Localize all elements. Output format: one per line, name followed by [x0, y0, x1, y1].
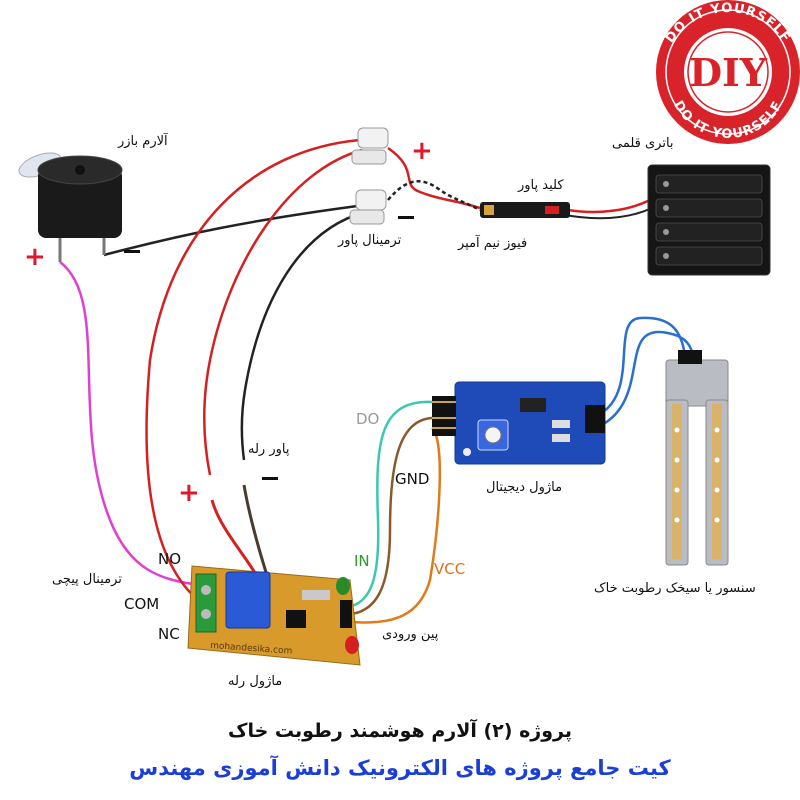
polarity-plus-relay: +: [178, 478, 200, 508]
label-battery: باتری قلمی: [612, 136, 674, 151]
label-buzzer: آلارم بازر: [118, 134, 168, 149]
pin-label-no: NO: [158, 550, 182, 568]
label-fuse: فیوز نیم آمپر: [458, 236, 528, 251]
polarity-minus-buzzer: [124, 250, 140, 253]
wire-key-to-battery-black: [559, 207, 653, 220]
polarity-minus-terminal: [398, 216, 414, 219]
logo-diy: DIY: [689, 50, 768, 95]
polarity-plus-terminal: +: [411, 136, 433, 166]
pin-label-in: IN: [354, 552, 370, 570]
label-input-pins: پین ورودی: [382, 627, 439, 642]
label-power-terminal: ترمینال پاور: [338, 233, 402, 248]
wire-do-to-in: [351, 400, 433, 608]
diy-logo: [656, 0, 800, 144]
soil-sensor: [665, 350, 729, 566]
power-terminal-top: [351, 127, 389, 165]
label-digital-module: ماژول دیجیتال: [486, 480, 563, 495]
wire-key-to-battery: [567, 198, 651, 214]
digital-module: [432, 381, 606, 465]
power-key: [480, 202, 570, 218]
wire-terminal-to-com: [145, 138, 361, 603]
battery-holder: [647, 164, 771, 276]
label-power-key: کلید پاور: [518, 178, 564, 193]
wire-relay-minus-lead: [242, 484, 272, 586]
wire-buzzer-plus: [59, 261, 201, 587]
label-relay-module: ماژول رله: [228, 674, 283, 689]
wire-gnd: [351, 416, 433, 616]
pin-label-do: DO: [356, 410, 380, 428]
power-terminal-bottom: [349, 189, 387, 225]
label-sensor: سنسور یا سیخک رطوبت خاک: [594, 581, 756, 596]
wire-vcc: [351, 427, 442, 624]
buzzer: [18, 152, 123, 262]
title-line-1: پروژه (۲) آلارم هوشمند رطوبت خاک: [227, 720, 572, 742]
pin-label-com: COM: [124, 595, 160, 613]
title-line-2: کیت جامع پروژه های الکترونیک دانش آموزی …: [129, 756, 671, 780]
wire-twisted-red: [387, 146, 481, 210]
label-relay-power: پاور رله: [248, 442, 290, 457]
polarity-minus-relay: [262, 477, 278, 480]
pin-label-vcc: VCC: [434, 560, 466, 578]
wire-sensor-1: [599, 316, 686, 416]
polarity-plus-buzzer: +: [24, 242, 46, 272]
wire-buzzer-minus: [103, 203, 366, 257]
wire-twisted-black: [387, 180, 481, 212]
wire-terminal-to-relay-minus: [240, 210, 366, 461]
pin-label-gnd: GND: [395, 470, 430, 488]
wire-sensor-2: [599, 330, 694, 428]
label-screw-terminal: ترمینال پیچی: [52, 572, 122, 587]
pin-label-nc: NC: [158, 625, 180, 643]
wire-terminal-to-relay-plus: [203, 148, 363, 476]
relay-module: [187, 565, 361, 666]
